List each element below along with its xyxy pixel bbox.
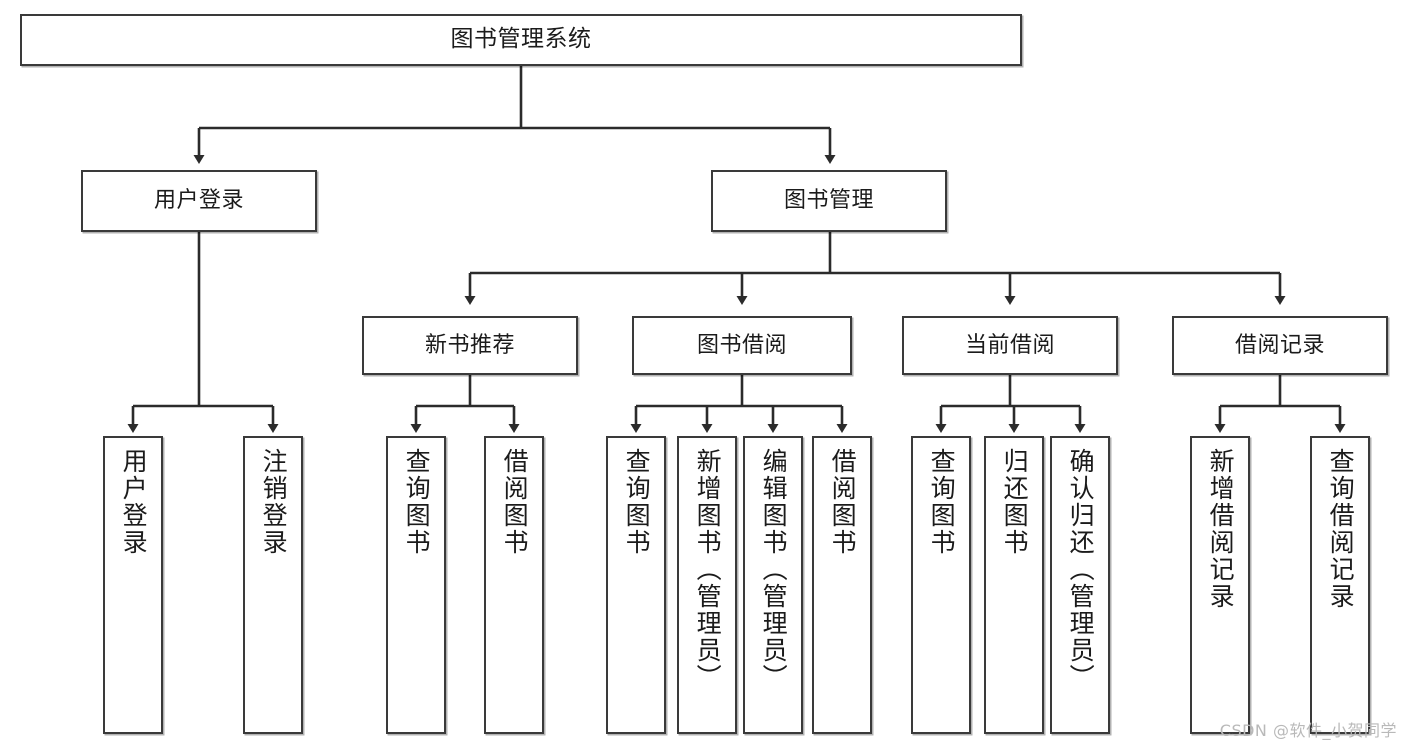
leaf-query-record[interactable]: 查询借阅记录 (1310, 436, 1370, 734)
leaf-add-book[interactable]: 新增图书（管理员） (677, 436, 737, 734)
leaf-return-book-label: 归还图书 (1000, 448, 1030, 556)
watermark-text: CSDN @软件_小贺同学 (1219, 721, 1397, 740)
node-book-borrow-label: 图书借阅 (696, 332, 787, 358)
node-new-book-recommend-label: 新书推荐 (424, 332, 515, 358)
node-user-login[interactable]: 用户登录 (81, 170, 317, 232)
node-book-borrow[interactable]: 图书借阅 (632, 316, 852, 375)
node-book-manage-label: 图书管理 (783, 188, 874, 214)
node-borrow-record-label: 借阅记录 (1234, 332, 1325, 358)
leaf-edit-book-label: 编辑图书（管理员） (759, 448, 789, 691)
leaf-query-book-cur-label: 查询图书 (927, 448, 957, 556)
node-new-book-recommend[interactable]: 新书推荐 (362, 316, 578, 375)
leaf-user-logout-label: 注销登录 (259, 448, 289, 556)
leaf-confirm-return[interactable]: 确认归还（管理员） (1050, 436, 1110, 734)
node-borrow-record[interactable]: 借阅记录 (1172, 316, 1388, 375)
leaf-query-book-bor-label: 查询图书 (622, 448, 652, 556)
leaf-user-login[interactable]: 用户登录 (103, 436, 163, 734)
leaf-confirm-return-label: 确认归还（管理员） (1066, 448, 1096, 691)
node-root[interactable]: 图书管理系统 (20, 14, 1022, 66)
node-current-borrow[interactable]: 当前借阅 (902, 316, 1118, 375)
leaf-add-record[interactable]: 新增借阅记录 (1190, 436, 1250, 734)
leaf-borrow-book-bor[interactable]: 借阅图书 (812, 436, 872, 734)
leaf-return-book[interactable]: 归还图书 (984, 436, 1044, 734)
leaf-query-book-bor[interactable]: 查询图书 (606, 436, 666, 734)
node-user-login-label: 用户登录 (153, 188, 244, 214)
leaf-user-login-label: 用户登录 (119, 448, 149, 556)
node-current-borrow-label: 当前借阅 (964, 332, 1055, 358)
leaf-query-book-rec-label: 查询图书 (402, 448, 432, 556)
node-root-label: 图书管理系统 (450, 26, 592, 53)
leaf-query-record-label: 查询借阅记录 (1326, 448, 1356, 610)
leaf-user-logout[interactable]: 注销登录 (243, 436, 303, 734)
leaf-edit-book[interactable]: 编辑图书（管理员） (743, 436, 803, 734)
leaf-borrow-book-bor-label: 借阅图书 (828, 448, 858, 556)
leaf-add-record-label: 新增借阅记录 (1206, 448, 1236, 610)
leaf-borrow-book-rec[interactable]: 借阅图书 (484, 436, 544, 734)
node-book-manage[interactable]: 图书管理 (711, 170, 947, 232)
leaf-borrow-book-rec-label: 借阅图书 (500, 448, 530, 556)
leaf-query-book-rec[interactable]: 查询图书 (386, 436, 446, 734)
leaf-query-book-cur[interactable]: 查询图书 (911, 436, 971, 734)
leaf-add-book-label: 新增图书（管理员） (693, 448, 723, 691)
